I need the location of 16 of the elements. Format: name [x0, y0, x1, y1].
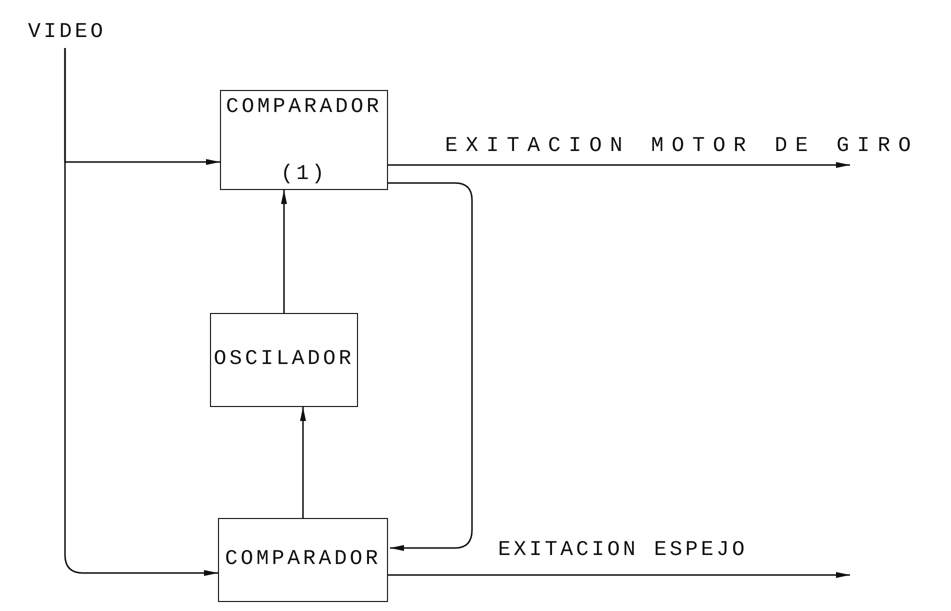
edge-label: EXITACION ESPEJO [498, 538, 749, 564]
block-label: OSCILADOR [214, 347, 354, 373]
block-label: COMPARADOR [226, 95, 382, 120]
arrow [388, 572, 850, 578]
arrow [64, 48, 218, 576]
block-box [220, 90, 388, 190]
edge-label: EXITACION MOTOR DE GIRO [445, 134, 920, 160]
block-box [210, 313, 358, 407]
block-label: (1) [280, 162, 328, 187]
arrow [388, 162, 850, 168]
block-label: COMPARADOR [224, 547, 382, 573]
arrow [388, 182, 473, 551]
signal-label: VIDEO [28, 20, 106, 46]
arrow [281, 190, 287, 313]
arrow [300, 407, 306, 518]
block-box [218, 518, 388, 602]
